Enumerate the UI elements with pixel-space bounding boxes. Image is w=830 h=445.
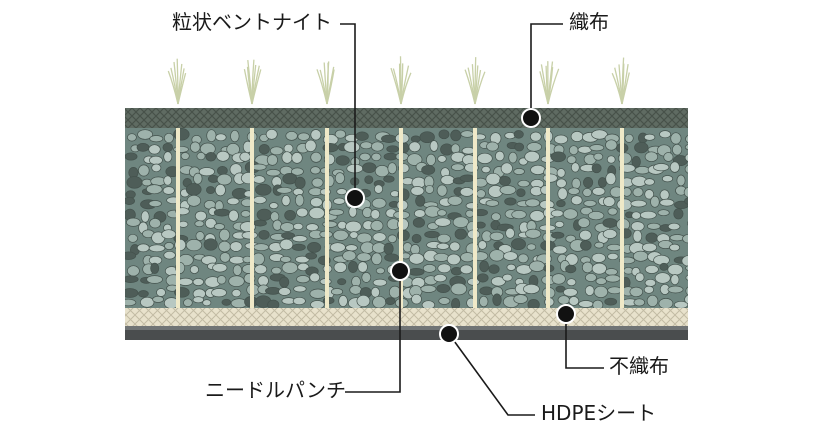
marker-bentonite [345,188,365,208]
label-bentonite: 粒状ベントナイト [172,10,332,34]
label-nonwoven: 不織布 [609,354,669,378]
bentonite-granules [125,128,688,308]
marker-hdpe [439,324,459,344]
marker-needle-punch [390,261,410,281]
label-hdpe: HDPEシート [541,401,657,425]
leader-line-hdpe [448,333,535,416]
label-needle-punch: ニードルパンチ [205,378,346,402]
marker-woven [521,108,541,128]
grass-tufts [167,56,630,105]
marker-nonwoven [556,304,576,324]
needle-punch-fibers [176,128,624,308]
leader-line-nonwoven [565,314,604,369]
leader-line-bentonite [340,23,356,198]
leader-line-woven [530,23,563,118]
label-woven: 織布 [569,10,609,34]
leader-line-needle-punch [345,271,401,393]
